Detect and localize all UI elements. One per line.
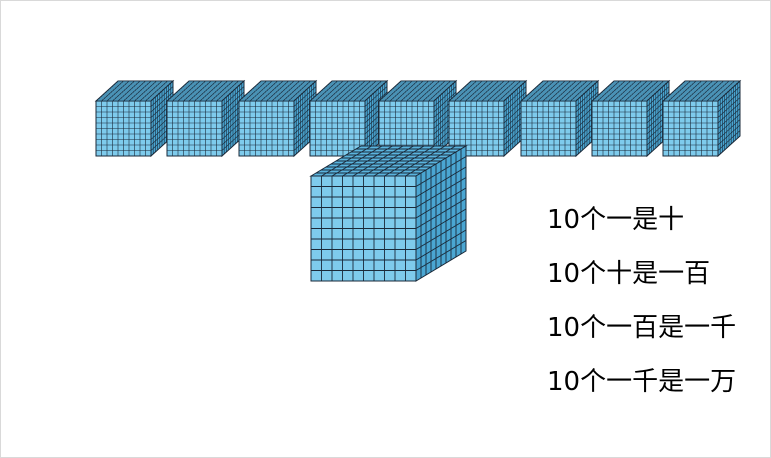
thousand-cube-5 <box>377 79 458 158</box>
thousand-cube-9 <box>661 79 742 158</box>
thousand-cube-2 <box>165 79 246 158</box>
place-value-facts: 10个一是十 10个十是一百 10个一百是一千 10个一千是一万 <box>547 193 767 409</box>
thousand-cube-1 <box>94 79 175 158</box>
thousand-cube-8 <box>590 79 671 158</box>
thousand-cube-3 <box>237 79 318 158</box>
fact-ten-ones: 10个一是十 <box>547 205 685 235</box>
thousand-cube-7 <box>519 79 600 158</box>
thousand-cube-4 <box>308 79 389 158</box>
fact-ten-tens: 10个十是一百 <box>547 259 711 289</box>
fact-ten-hundreds: 10个一百是一千 <box>547 313 737 343</box>
thousand-cube-6 <box>447 79 528 158</box>
large-cube <box>309 145 468 282</box>
fact-ten-thousands: 10个一千是一万 <box>547 367 737 397</box>
